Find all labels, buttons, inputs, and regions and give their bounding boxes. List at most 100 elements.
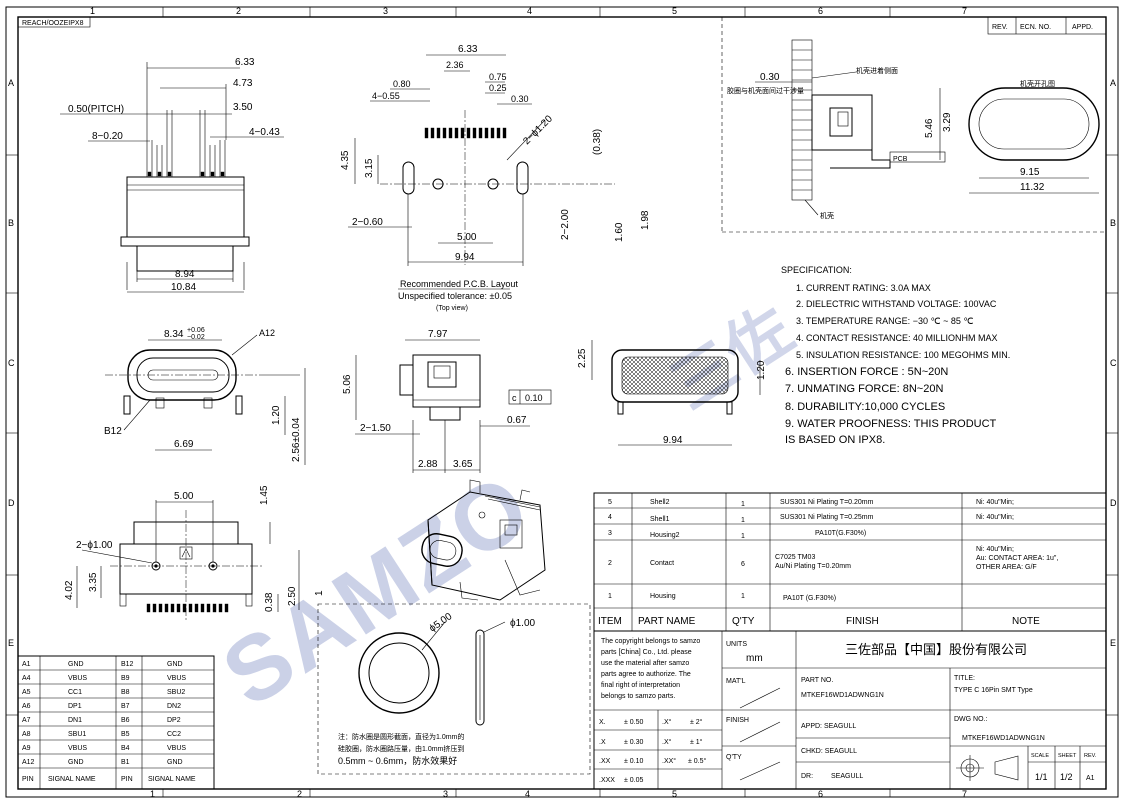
bom-qty: 6: [741, 561, 745, 568]
pin-cell: B4: [121, 745, 130, 752]
rev-value: A1: [1086, 775, 1095, 782]
col-label: 4: [525, 789, 530, 799]
signal-cell: CC1: [68, 689, 82, 696]
pcb-dim-1-60: 1.60: [614, 222, 625, 242]
mid-dim-7-97: 7.97: [428, 329, 448, 340]
spec-item: 7. UNMATING FORCE: 8N~20N: [785, 383, 943, 395]
bottom-dim-4-02: 4.02: [64, 580, 75, 600]
row-label: A: [8, 78, 14, 88]
pcb-dim-hole: 2−ϕ1.20: [521, 113, 555, 147]
bottom-dim-1: 1: [314, 590, 325, 596]
scale-label: SCALE: [1031, 753, 1049, 759]
pin-cell: A6: [22, 703, 31, 710]
spec-item: 5. INSULATION RESISTANCE: 100 MEGOHMS MI…: [796, 350, 1010, 360]
seal-note-line2: 硅胶圈，防水圈路压量，由1.0mm挤压到: [338, 744, 464, 753]
bom-header-item: ITEM: [598, 616, 622, 627]
rev-label: REV.: [1084, 753, 1097, 759]
sheet-label: SHEET: [1058, 753, 1077, 759]
panel-note-case: 机壳: [820, 211, 834, 220]
part-no: MTKEF16WD1ADWNG1N: [801, 692, 884, 699]
mid-dim-5-06: 5.06: [342, 374, 353, 394]
col-label: 6: [818, 6, 823, 16]
signal-cell: VBUS: [167, 675, 186, 682]
col-label: 3: [443, 789, 448, 799]
part-no-label: PART NO.: [801, 677, 833, 684]
pcb-caption-view: (Top view): [436, 305, 468, 312]
spec-item: 9. WATER PROOFNESS: THIS PRODUCT: [785, 418, 997, 430]
copyright-line: final right of interpretation: [601, 682, 680, 689]
isometric-view: [421, 479, 546, 601]
col-label: 3: [383, 6, 388, 16]
inner-frame: [17, 16, 1107, 790]
pin-cell: A12: [22, 759, 35, 766]
pin-table-cells: A1 GND B12 GND A4 VBUS B9 VBUS A5 CC1 B8…: [22, 661, 196, 783]
dim-8-94: 8.94: [175, 269, 195, 280]
pin-cell: B12: [121, 661, 134, 668]
front-dim-1-20: 1.20: [271, 405, 282, 425]
row-label: D: [1110, 498, 1117, 508]
signal-cell: GND: [68, 661, 84, 668]
pcb-dim-0-25: 0.25: [489, 83, 507, 93]
bom-note: Ni: 40u"Min;: [976, 514, 1014, 521]
back-dim-9-94: 9.94: [663, 435, 683, 446]
qty-label: Q'TY: [726, 754, 742, 761]
pin-cell: B6: [121, 717, 130, 724]
spec-heading: SPECIFICATION:: [781, 265, 852, 275]
tol-format: .XXX: [599, 777, 615, 784]
pcb-dim-5-00: 5.00: [457, 232, 477, 243]
bottom-dim-hole: 2−ϕ1.00: [76, 540, 113, 551]
pcb-dim-2-200: 2−2.00: [560, 209, 571, 240]
pcb-dim-9-94: 9.94: [455, 252, 475, 263]
bom-header-qty: Q'TY: [732, 616, 755, 627]
pcb-caption-title: Recommended P.C.B. Layout: [400, 279, 518, 289]
bom-part: Housing: [650, 593, 676, 600]
ecn-header: ECN. NO.: [1020, 24, 1051, 31]
col-label: 2: [236, 6, 241, 16]
bom-note: Ni: 40u"Min;: [976, 499, 1014, 506]
checked-by: CHKD: SEAGULL: [801, 748, 857, 755]
signal-cell: SBU1: [68, 731, 86, 738]
pcb-dim-6-33: 6.33: [458, 44, 478, 55]
flatness-symbol: c: [512, 393, 517, 403]
pin-cell: A1: [22, 661, 31, 668]
bom-part: Contact: [650, 560, 674, 567]
specification: SPECIFICATION: 1. CURRENT RATING: 3.0A M…: [781, 265, 1010, 446]
tol-value: ± 0.5°: [688, 757, 707, 765]
pcb-layout: 6.33 2.36 0.80 0.75 4−0.55 0.25 0.30 2−ϕ…: [340, 44, 651, 312]
bom-finish: PA10T(G.F30%): [815, 530, 866, 537]
pin-cell: B7: [121, 703, 130, 710]
panel-dim-0-30: 0.30: [760, 72, 780, 83]
pcb-label: PCB: [893, 156, 908, 163]
tol-value: ± 0.30: [624, 739, 644, 746]
mid-view: 7.97 2.25 5.06 c 0.10 2−1.50 0.67 2.88 3…: [342, 329, 593, 473]
tol-value: ± 0.05: [624, 777, 644, 784]
appd-header: APPD.: [1072, 24, 1093, 31]
pcb-dim-0-30: 0.30: [511, 94, 529, 104]
bom-item: 3: [608, 530, 612, 537]
bom-qty: 1: [741, 533, 745, 540]
tol-value: ± 0.50: [624, 719, 644, 726]
col-label: 5: [672, 789, 677, 799]
signal-cell: DN2: [167, 703, 181, 710]
front-dim-tol-plus: +0.06: [187, 327, 205, 334]
dim-8-020: 8−0.20: [92, 131, 123, 142]
spec-item: 3. TEMPERATURE RANGE: −30 ℃ ~ 85 ℃: [796, 316, 973, 326]
pcb-dim-2-36: 2.36: [446, 60, 464, 70]
pcb-dim-0-75: 0.75: [489, 72, 507, 82]
back-dim-1-20: 1.20: [756, 360, 767, 380]
scale-value: 1/1: [1035, 772, 1048, 782]
approved-by: APPD: SEAGULL: [801, 723, 856, 730]
col-label: 1: [90, 6, 95, 16]
panel-note-side: 机壳进着侧面: [856, 66, 898, 75]
panel-dim-9-15: 9.15: [1020, 167, 1040, 178]
pcb-dim-0-38: (0.38): [592, 129, 603, 155]
col-label: 1: [150, 789, 155, 799]
tol-format: .X°: [662, 738, 672, 746]
panel-dim-5-46: 5.46: [924, 118, 935, 138]
spec-item: 8. DURABILITY:10,000 CYCLES: [785, 401, 945, 413]
side-view: 6.33 4.73 0.50(PITCH) 3.50 8−0.20 4−0.43…: [60, 57, 284, 293]
front-view: 8.34 +0.06 −0.02 A12 B12 6.69 1.20 2.56±…: [104, 327, 306, 465]
dwg-no-label: DWG NO.:: [954, 716, 987, 723]
pin-label-a12: A12: [259, 328, 275, 338]
